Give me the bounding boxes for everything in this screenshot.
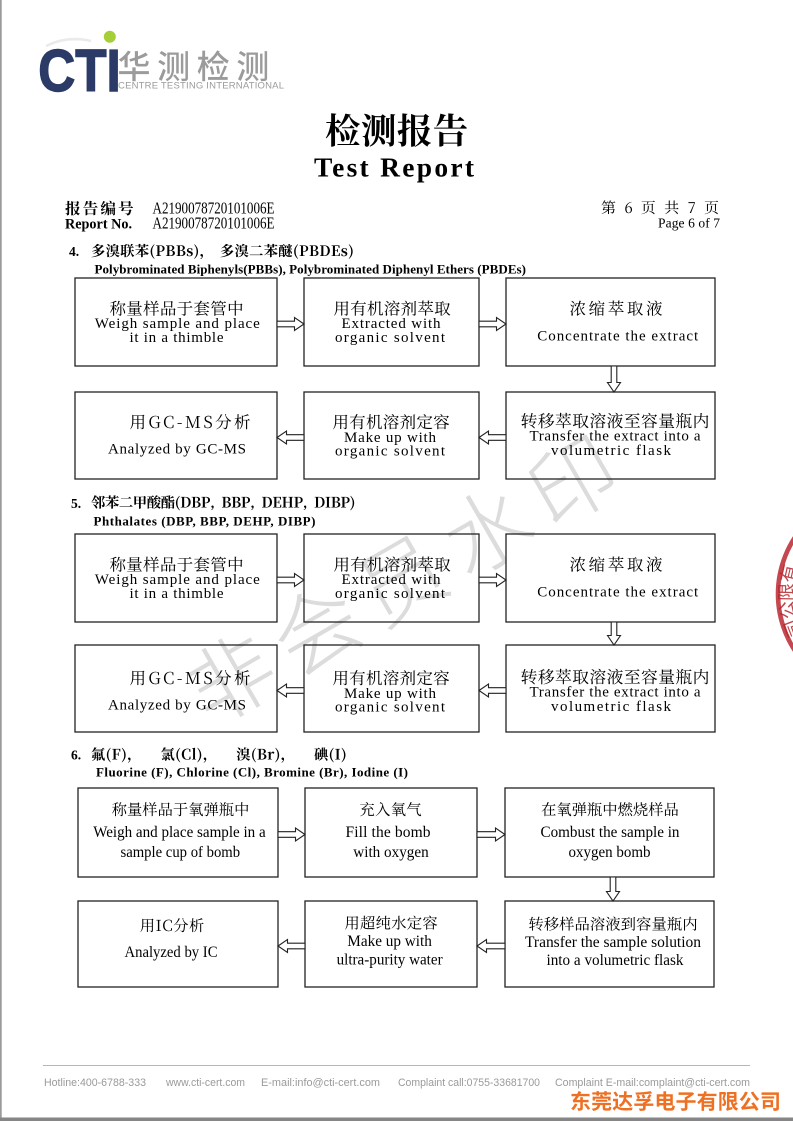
svg-text:CENTRE TESTING INTERNATIONAL: CENTRE TESTING INTERNATIONAL bbox=[118, 81, 284, 92]
svg-text:Weigh sample and place: Weigh sample and place bbox=[95, 572, 260, 588]
svg-text:A2190078720101006E: A2190078720101006E bbox=[153, 199, 275, 218]
svg-text:Complaint call:0755-33681700: Complaint call:0755-33681700 bbox=[398, 1077, 540, 1089]
svg-text:Make up with: Make up with bbox=[344, 430, 437, 446]
svg-text:Combust the sample in: Combust the sample in bbox=[541, 824, 680, 841]
svg-text:4.: 4. bbox=[69, 244, 79, 259]
svg-text:Make up with: Make up with bbox=[347, 933, 432, 950]
svg-text:A2190078720101006E: A2190078720101006E bbox=[153, 214, 275, 233]
svg-text:Concentrate the extract: Concentrate the extract bbox=[537, 585, 699, 601]
svg-text:Polybrominated Biphenyls(PBBs): Polybrominated Biphenyls(PBBs), Polybrom… bbox=[95, 262, 527, 277]
svg-text:ultra-purity water: ultra-purity water bbox=[337, 952, 444, 969]
svg-text:organic solvent: organic solvent bbox=[335, 586, 446, 602]
svg-text:6.: 6. bbox=[71, 748, 81, 763]
svg-text:with oxygen: with oxygen bbox=[353, 844, 429, 861]
svg-text:Transfer the extract into a: Transfer the extract into a bbox=[530, 429, 701, 445]
svg-text:Analyzed by IC: Analyzed by IC bbox=[125, 944, 218, 961]
svg-text:oxygen bomb: oxygen bomb bbox=[569, 844, 651, 861]
svg-text:Analyzed by GC-MS: Analyzed by GC-MS bbox=[108, 442, 246, 458]
svg-text:Extracted with: Extracted with bbox=[342, 572, 442, 588]
svg-text:sample cup of bomb: sample cup of bomb bbox=[121, 844, 241, 861]
svg-text:CTI: CTI bbox=[38, 38, 120, 104]
svg-text:volumetric flask: volumetric flask bbox=[551, 443, 672, 459]
svg-text:Fluorine (F), Chlorine (Cl), B: Fluorine (F), Chlorine (Cl), Bromine (Br… bbox=[96, 765, 408, 780]
svg-text:Transfer the extract into a: Transfer the extract into a bbox=[530, 685, 701, 701]
svg-text:into a volumetric flask: into a volumetric flask bbox=[547, 952, 684, 969]
svg-text:www.cti-cert.com: www.cti-cert.com bbox=[165, 1077, 245, 1089]
svg-text:organic solvent: organic solvent bbox=[335, 700, 446, 716]
svg-text:Fill the bomb: Fill the bomb bbox=[346, 824, 431, 841]
svg-text:Weigh sample and place: Weigh sample and place bbox=[95, 316, 260, 332]
svg-text:Concentrate the extract: Concentrate the extract bbox=[537, 329, 699, 345]
svg-text:organic solvent: organic solvent bbox=[335, 330, 446, 346]
svg-text:Complaint E-mail:complaint@cti: Complaint E-mail:complaint@cti-cert.com bbox=[555, 1077, 750, 1089]
svg-text:Phthalates (DBP, BBP, DEHP, DI: Phthalates (DBP, BBP, DEHP, DIBP) bbox=[94, 514, 316, 529]
svg-text:organic solvent: organic solvent bbox=[335, 444, 446, 460]
svg-text:Make up with: Make up with bbox=[344, 686, 437, 702]
svg-text:volumetric flask: volumetric flask bbox=[551, 699, 672, 715]
svg-text:Transfer the sample solution: Transfer the sample solution bbox=[525, 934, 701, 951]
svg-text:it in a thimble: it in a thimble bbox=[130, 586, 224, 602]
svg-text:it in a thimble: it in a thimble bbox=[130, 330, 224, 346]
svg-text:Report No.: Report No. bbox=[65, 217, 132, 233]
svg-text:E-mail:info@cti-cert.com: E-mail:info@cti-cert.com bbox=[261, 1077, 380, 1089]
svg-text:Analyzed by GC-MS: Analyzed by GC-MS bbox=[108, 698, 246, 714]
svg-text:Extracted with: Extracted with bbox=[342, 316, 442, 332]
svg-text:Page 6 of 7: Page 6 of 7 bbox=[658, 216, 720, 231]
svg-text:Test Report: Test Report bbox=[314, 152, 475, 183]
svg-text:5.: 5. bbox=[71, 496, 81, 511]
svg-text:Hotline:400-6788-333: Hotline:400-6788-333 bbox=[44, 1077, 146, 1089]
svg-text:Weigh and place sample in a: Weigh and place sample in a bbox=[93, 824, 266, 841]
